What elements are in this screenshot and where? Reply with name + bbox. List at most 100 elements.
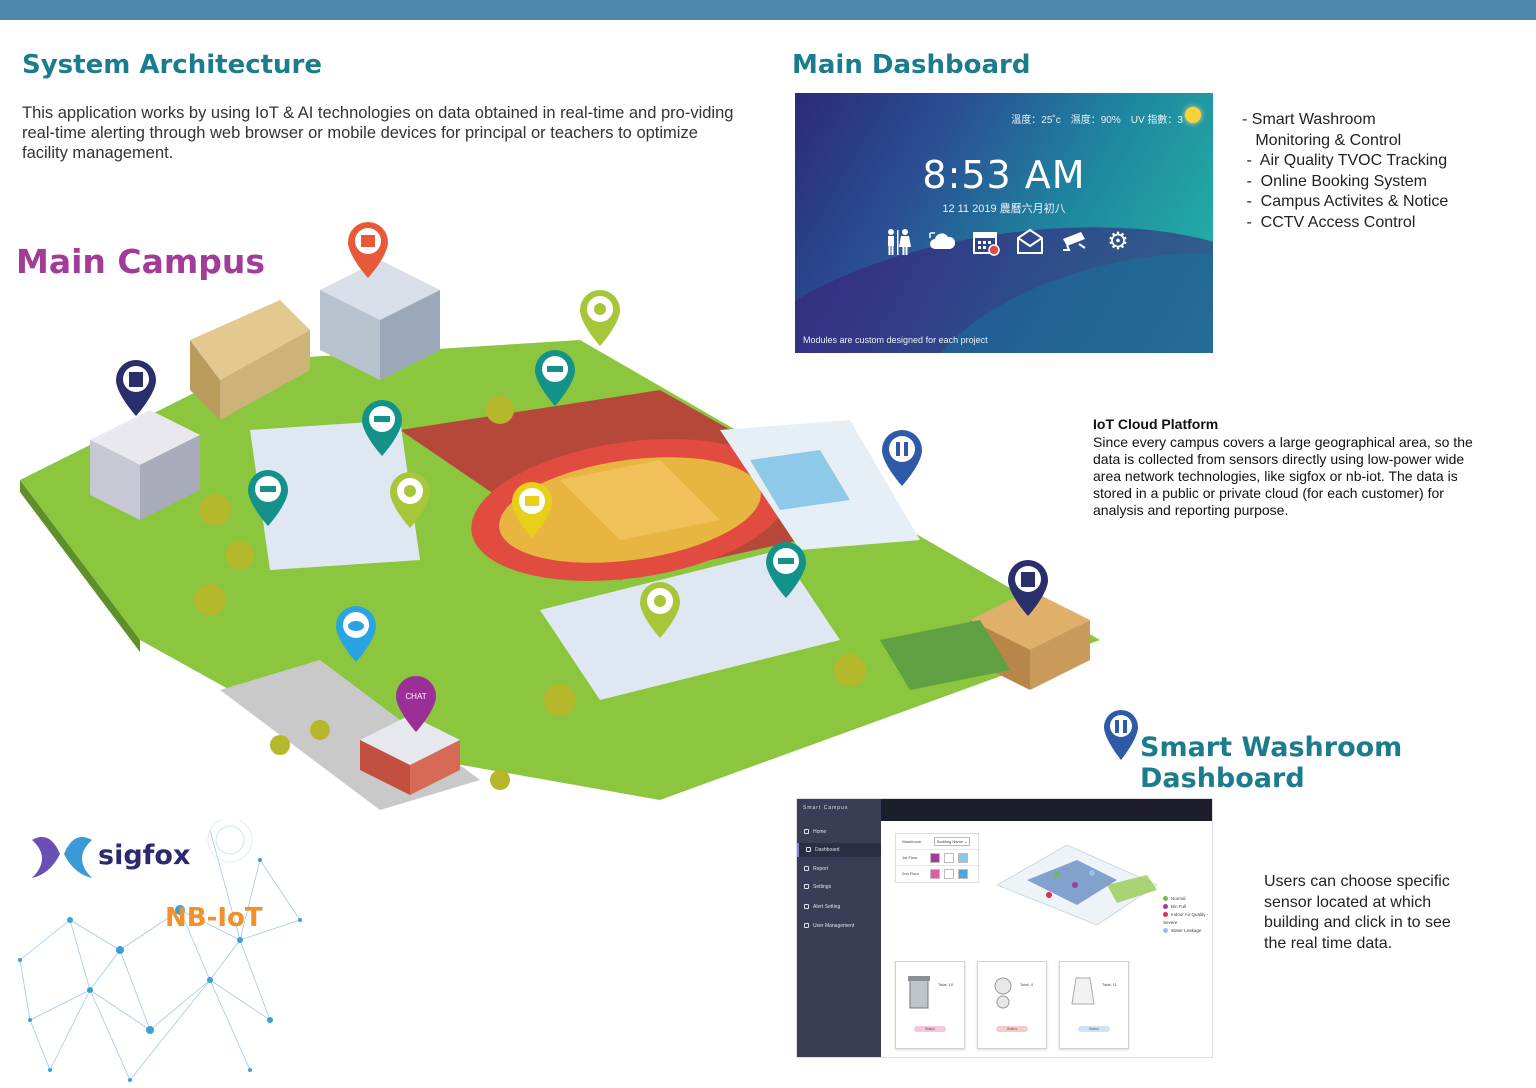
gear-icon — [804, 884, 809, 889]
ground-edge — [20, 480, 140, 652]
classroom-block — [250, 420, 420, 570]
system-architecture-title: System Architecture — [22, 50, 323, 80]
female-washroom-icon[interactable] — [930, 853, 940, 863]
map-pin-recycle — [390, 472, 430, 528]
sensor-card-bin[interactable]: Total: 10 Status — [895, 961, 965, 1049]
map-pin-cctv — [535, 350, 575, 406]
map-legend: Normal Bin Full Indoor Air Quality - Sev… — [1163, 895, 1212, 935]
map-pin-elevator — [1008, 560, 1048, 616]
signal-ring — [215, 825, 245, 855]
trash-bin-icon — [908, 976, 930, 1009]
admin-building — [320, 260, 440, 380]
gear-icon[interactable]: ⚙ — [1107, 228, 1129, 255]
air-sensor-icon — [994, 977, 1012, 1009]
curved-building — [190, 300, 310, 420]
sensor-card-water[interactable]: Total: 11 Status — [1059, 961, 1129, 1049]
map-pin-calendar — [348, 222, 388, 278]
weather-readout: 溫度：25˚c 濕度：90% UV 指數：3 — [1011, 115, 1183, 126]
sidebar-item-alert-setting[interactable]: Alert Setting — [797, 900, 881, 914]
sidebar-item-home[interactable]: Home — [797, 825, 881, 839]
map-pin-recycle — [640, 582, 680, 638]
main-dashboard-screen: 溫度：25˚c 濕度：90% UV 指數：3 8:53 AM 12 11 201… — [795, 93, 1213, 353]
sensor-total: Total: 10 — [938, 982, 954, 987]
sidebar-item-label: Home — [813, 829, 827, 835]
accessible-washroom-icon[interactable] — [944, 869, 954, 879]
female-washroom-icon[interactable] — [930, 869, 940, 879]
floor-label: 2nd Floor — [902, 871, 919, 876]
top-header — [881, 799, 1212, 821]
sun-icon — [1185, 107, 1201, 123]
home-icon — [804, 829, 809, 834]
map-pin-cloud — [336, 606, 376, 662]
classroom-block — [540, 550, 840, 700]
smart-washroom-description: Users can choose specific sensor located… — [1264, 873, 1451, 952]
sidebar: Smart Campus Home Dashboard Report Setti… — [797, 799, 881, 1057]
map-pin-recycle — [580, 290, 620, 346]
swimming-pool — [750, 450, 850, 510]
male-washroom-icon[interactable] — [958, 853, 968, 863]
map-pin-mail — [512, 482, 552, 538]
mail-icon[interactable] — [1015, 227, 1045, 257]
small-building — [360, 715, 460, 795]
sidebar-item-settings[interactable]: Settings — [797, 880, 881, 894]
map-pin-cctv — [248, 470, 288, 526]
washroom-table: Washroom Building Name ⌄ 1st Floor 2nd F… — [895, 833, 980, 883]
status-button[interactable]: Status — [1078, 1026, 1110, 1032]
floor-label: 1st Floor — [902, 855, 918, 860]
sensor-total: Total: 11 — [1102, 982, 1117, 987]
status-button[interactable]: Status — [996, 1026, 1028, 1032]
nbiot-label: NB-IoT — [165, 903, 263, 933]
basketball-court — [560, 460, 720, 540]
cloud-icon[interactable] — [927, 227, 957, 257]
legend-item: Water Leakage — [1163, 927, 1212, 935]
iot-cloud-title: IoT Cloud Platform — [1093, 416, 1219, 432]
clock-time: 8:53 AM — [922, 153, 1086, 197]
report-icon — [804, 866, 809, 871]
feature-item: - CCTV Access Control — [1242, 213, 1416, 231]
feature-item: - Smart Washroom — [1242, 111, 1376, 128]
accessible-washroom-icon[interactable] — [944, 853, 954, 863]
sidebar-item-dashboard[interactable]: Dashboard — [797, 843, 881, 857]
male-washroom-icon[interactable] — [958, 869, 968, 879]
dashboard-feature-list: - Smart Washroom Monitoring & Control - … — [1242, 110, 1448, 234]
network-nodes — [18, 858, 302, 1082]
sigfox-label: sigfox — [98, 840, 191, 871]
water-sensor-icon — [1071, 977, 1095, 1005]
calendar-icon[interactable] — [971, 227, 1001, 257]
iot-cloud-description: Since every campus covers a large geogra… — [1093, 434, 1473, 518]
table-row[interactable]: 2nd Floor — [896, 866, 980, 882]
alert-icon — [804, 904, 809, 909]
washroom-pin-icon — [1104, 710, 1138, 760]
campus-mini-map[interactable] — [987, 825, 1167, 937]
sidebar-item-user-management[interactable]: User Management — [797, 919, 881, 933]
app-brand: Smart Campus — [803, 805, 849, 811]
chat-pin-label: CHAT — [405, 692, 426, 701]
sports-field — [880, 620, 1010, 690]
cctv-icon[interactable] — [1059, 227, 1089, 257]
column-header: Washroom — [902, 839, 922, 844]
sidebar-item-label: Report — [813, 866, 829, 872]
dashboard-note: Modules are custom designed for each pro… — [803, 335, 988, 345]
feature-item: Monitoring & Control — [1242, 131, 1402, 149]
module-icons: ⚙ — [883, 227, 1133, 257]
sensor-card-air[interactable]: Total: 4 Status — [977, 961, 1047, 1049]
signal-ring — [207, 820, 253, 863]
washroom-dashboard-screen: Smart Campus Home Dashboard Report Setti… — [796, 798, 1213, 1058]
feature-item: - Online Booking System — [1242, 172, 1427, 190]
campus-illustration: CHAT — [20, 222, 1100, 810]
sensor-total: Total: 4 — [1020, 982, 1033, 987]
building-select[interactable]: Building Name ⌄ — [934, 837, 971, 846]
sigfox-logo-icon — [32, 837, 92, 878]
map-pin-washroom — [882, 430, 922, 486]
sidebar-item-label: Alert Setting — [813, 904, 841, 910]
house-building — [90, 410, 200, 520]
status-button[interactable]: Status — [914, 1026, 946, 1032]
map-pin-elevator — [116, 360, 156, 416]
washroom-icon[interactable] — [883, 227, 913, 257]
table-row[interactable]: 1st Floor — [896, 850, 980, 866]
top-bar — [0, 0, 1536, 20]
sidebar-item-report[interactable]: Report — [797, 862, 881, 876]
sidebar-item-label: User Management — [813, 923, 855, 929]
main-campus-title: Main Campus — [16, 242, 266, 281]
chart-icon — [806, 847, 811, 852]
